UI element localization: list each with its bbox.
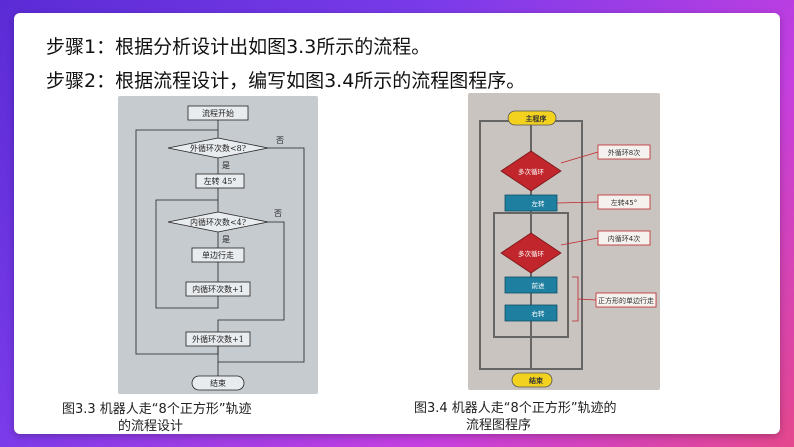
figure-3-3-flowchart: 流程开始 外循环次数<8? 否 是 左转 45° 内循环次数<4? 否 是 单边… xyxy=(118,96,318,394)
pg-start-block xyxy=(507,110,557,126)
pg-end-text: 结束 xyxy=(528,376,544,385)
fc-inner-inc-text: 内循环次数+1 xyxy=(192,284,244,294)
pg-note-left-text: 左转45° xyxy=(611,198,637,207)
pg-loop1-text: 多次循环 xyxy=(518,167,545,176)
fc-turn-box xyxy=(195,173,245,189)
pg-loop2-text: 多次循环 xyxy=(518,249,545,258)
pg-right-block xyxy=(504,304,558,322)
pg-right-text: 右转 xyxy=(532,309,546,318)
pg-loop1-diamond xyxy=(500,150,562,192)
pg-note-outer-text: 外循环8次 xyxy=(608,148,640,157)
fc-yes2-text: 是 xyxy=(222,235,230,244)
pg-forward-block xyxy=(504,276,558,294)
figure-3-3-caption-line2: 的流程设计 xyxy=(118,419,184,434)
step1-text: 步骤1：根据分析设计出如图3.3所示的流程。 xyxy=(46,36,431,58)
fc-outer-cond-text: 外循环次数<8? xyxy=(190,143,246,153)
pg-note-inner-text: 内循环4次 xyxy=(608,234,640,243)
fc-no1-text: 否 xyxy=(276,136,284,145)
fc-outer-inc-text: 外循环次数+1 xyxy=(192,334,244,344)
fc-walk-text: 单边行走 xyxy=(202,250,234,260)
fc-yes1-text: 是 xyxy=(222,161,230,170)
pg-loop2-diamond xyxy=(500,232,562,274)
figure-3-4-caption-line2: 流程图程序 xyxy=(466,418,532,433)
pg-end-block xyxy=(511,372,553,388)
fc-start-text: 流程开始 xyxy=(202,108,234,118)
step2-text: 步骤2：根据流程设计，编写如图3.4所示的流程图程序。 xyxy=(46,70,526,92)
fc-inner-cond-text: 内循环次数<4? xyxy=(190,217,246,227)
pg-left-text: 左转 xyxy=(532,199,546,208)
figure-3-4-caption: 图3.4 机器人走“8个正方形”轨迹的 xyxy=(414,401,617,416)
fc-no2-text: 否 xyxy=(274,209,282,218)
figure-3-3-caption: 图3.3 机器人走“8个正方形”轨迹 xyxy=(62,402,252,417)
figure-3-4-program: 主程序 多次循环 左转 多次循环 前进 右转 结束 xyxy=(468,93,660,390)
pg-note-side-text: 正方形的单边行走 xyxy=(598,296,654,305)
fc-turn-text: 左转 45° xyxy=(204,176,237,186)
pg-forward-text: 前进 xyxy=(532,281,546,290)
fc-end-text: 结束 xyxy=(210,378,226,388)
pg-main-text: 主程序 xyxy=(526,114,547,123)
slide-card: 步骤1：根据分析设计出如图3.3所示的流程。 步骤2：根据流程设计，编写如图3.… xyxy=(14,13,780,434)
